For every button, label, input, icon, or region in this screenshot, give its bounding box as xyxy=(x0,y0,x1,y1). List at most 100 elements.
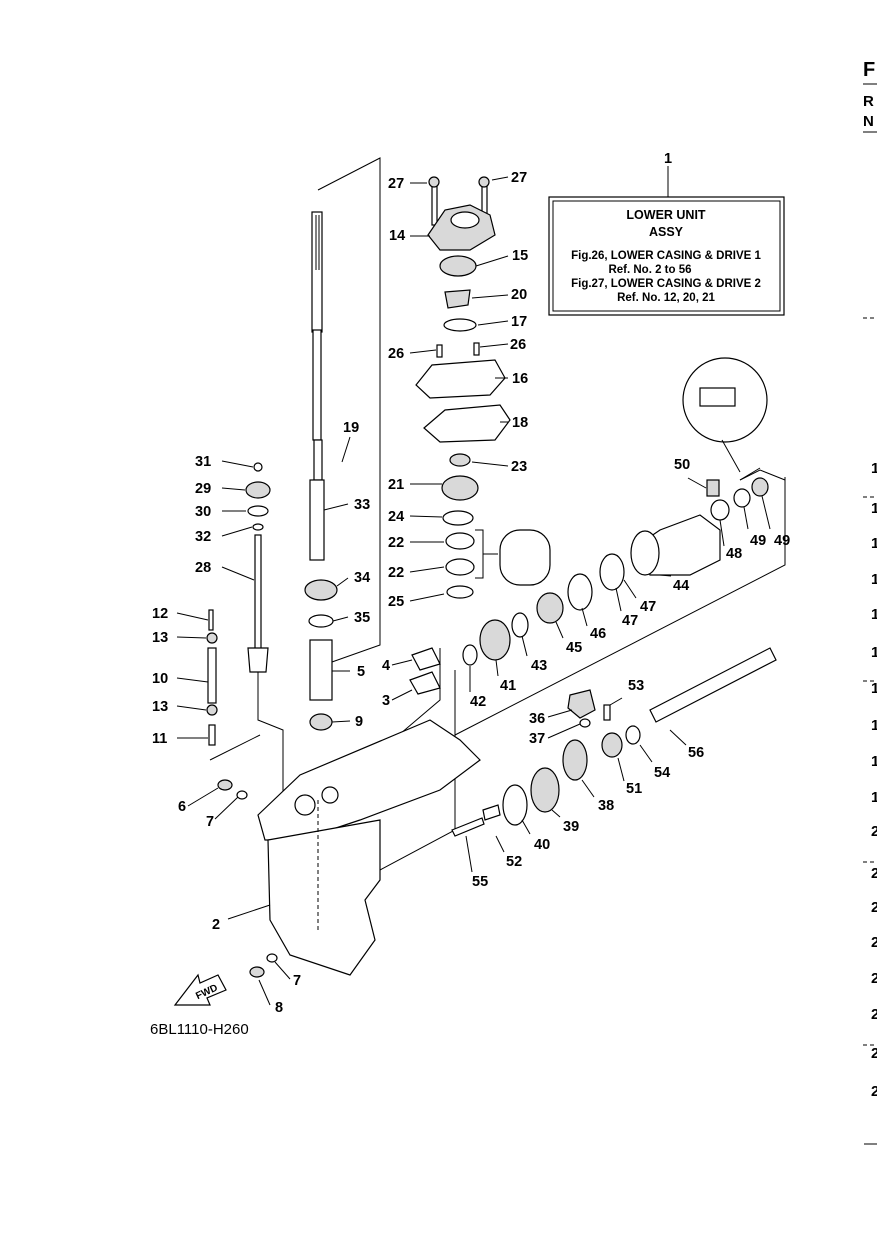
callout-number: 47 xyxy=(622,613,638,629)
callout-leader xyxy=(687,477,707,489)
callout-leader xyxy=(491,176,509,181)
callout-leader xyxy=(479,343,509,348)
callout-44: 44 xyxy=(659,574,689,594)
edge-fragment: 2 xyxy=(871,934,877,951)
callout-leader xyxy=(547,723,581,739)
callout-55: 55 xyxy=(465,835,488,890)
header-fragment-top: F xyxy=(863,59,875,81)
callout-number: 8 xyxy=(275,1000,283,1016)
callout-number: 48 xyxy=(726,546,742,562)
callout-leader xyxy=(669,729,687,746)
callout-14: 14 xyxy=(389,228,430,244)
edge-fragment: 2 xyxy=(871,823,877,840)
callout-42: 42 xyxy=(469,666,486,710)
assy-ref2-line1: Fig.27, LOWER CASING & DRIVE 2 xyxy=(571,278,761,290)
edge-fragment: 1 xyxy=(871,500,877,517)
edge-fragment: 1 xyxy=(871,606,877,623)
callout-19: 19 xyxy=(341,420,359,463)
callout-leader xyxy=(221,460,254,468)
diagram-code: 6BL1110-H260 xyxy=(150,1021,249,1038)
callout-number: 32 xyxy=(195,529,211,545)
callout-number: 52 xyxy=(506,854,522,870)
callout-leader xyxy=(477,320,509,326)
callout-13: 13 xyxy=(152,699,207,715)
callout-leader xyxy=(332,616,349,622)
callout-leader xyxy=(615,587,622,612)
edge-fragment: 1 xyxy=(871,789,877,806)
header-fragment-line2: N xyxy=(863,113,874,130)
assy-title-line2: ASSY xyxy=(649,225,684,239)
callout-40: 40 xyxy=(521,819,550,853)
callout-number: 23 xyxy=(511,459,527,475)
callout-leader xyxy=(617,757,625,782)
callout-number: 51 xyxy=(626,781,642,797)
callout-leader xyxy=(391,689,413,701)
callout-number: 10 xyxy=(152,671,168,687)
edge-fragment: 2 xyxy=(871,899,877,916)
callout-49: 49 xyxy=(761,495,790,549)
callout-number: 42 xyxy=(470,694,486,710)
callout-leader xyxy=(227,904,271,920)
callout-53: 53 xyxy=(609,678,644,706)
callout-number: 49 xyxy=(774,533,790,549)
callout-number: 19 xyxy=(343,420,359,436)
callout-leader xyxy=(176,612,209,621)
callout-number: 7 xyxy=(293,973,301,989)
callout-leader xyxy=(581,607,588,627)
callout-41: 41 xyxy=(495,659,516,694)
callout-number: 41 xyxy=(500,678,516,694)
callout-10: 10 xyxy=(152,671,209,687)
edge-fragment: 1 xyxy=(871,753,877,770)
lower-casing xyxy=(217,719,481,978)
edge-fragment: 1 xyxy=(871,680,877,697)
callout-leader xyxy=(221,487,246,491)
callout-26: 26 xyxy=(479,337,526,353)
callout-number: 50 xyxy=(674,457,690,473)
callout-number: 15 xyxy=(512,248,528,264)
callout-leader xyxy=(471,294,509,299)
callout-number: 24 xyxy=(388,509,404,525)
callout-39: 39 xyxy=(551,809,579,835)
callout-18: 18 xyxy=(500,415,528,431)
callout-number: 2 xyxy=(212,917,220,933)
callout-number: 26 xyxy=(510,337,526,353)
callout-leader xyxy=(743,506,749,530)
edge-fragment: 1 xyxy=(871,644,877,661)
assy-callout: 1 xyxy=(664,151,672,167)
header-fragment-line1: R xyxy=(863,93,874,110)
callout-47: 47 xyxy=(623,579,656,615)
callout-number: 16 xyxy=(512,371,528,387)
callout-leader xyxy=(258,979,271,1006)
callout-leader xyxy=(176,677,209,683)
callout-leader xyxy=(719,519,725,547)
callout-7: 7 xyxy=(206,796,239,830)
callout-number: 11 xyxy=(152,731,167,747)
callout-6: 6 xyxy=(178,787,219,815)
callout-leader xyxy=(187,787,219,807)
assy-ref1-line2: Ref. No. 2 to 56 xyxy=(608,264,691,276)
callout-9: 9 xyxy=(331,714,363,730)
callout-leader xyxy=(323,503,349,511)
callout-24: 24 xyxy=(388,509,443,525)
edge-fragment: 1 xyxy=(871,717,877,734)
callout-31: 31 xyxy=(195,454,254,470)
callout-leader xyxy=(761,495,771,530)
callout-35: 35 xyxy=(332,610,370,626)
callout-15: 15 xyxy=(475,248,528,267)
callout-17: 17 xyxy=(477,314,527,330)
callout-leader xyxy=(623,579,637,599)
callout-number: 20 xyxy=(511,287,527,303)
callout-leader xyxy=(409,515,443,518)
callout-leader xyxy=(609,697,623,706)
callout-leader xyxy=(409,349,437,354)
callout-16: 16 xyxy=(495,371,528,387)
callout-number: 17 xyxy=(511,314,527,330)
callout-number: 5 xyxy=(357,664,365,680)
callout-leader xyxy=(465,835,473,873)
drive-shaft xyxy=(309,211,325,561)
callout-number: 31 xyxy=(195,454,211,470)
callout-number: 47 xyxy=(640,599,656,615)
